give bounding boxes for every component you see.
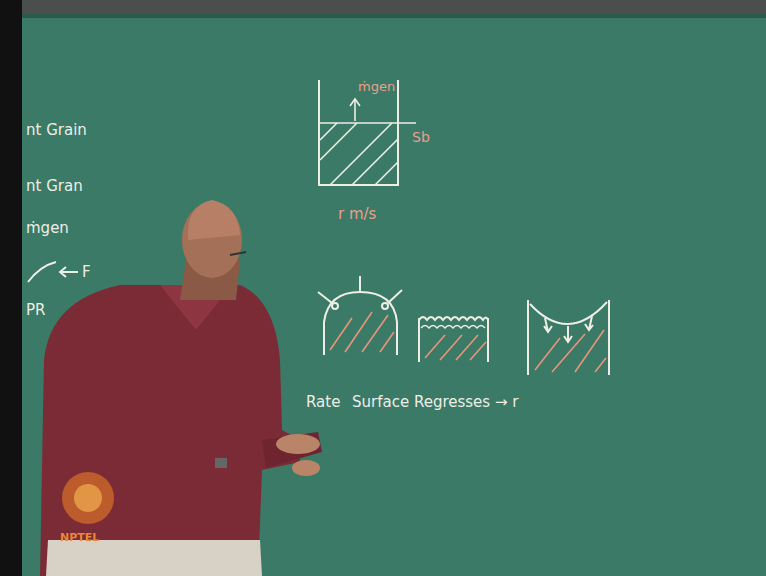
chalk-label: PR: [26, 302, 45, 319]
chalk-label: r m/s: [338, 206, 376, 223]
logo-text: NPTEL: [60, 532, 99, 544]
chalk-label: nt Gran: [26, 178, 83, 195]
container-box: ṁgen: [318, 80, 399, 186]
chalk-label: Rate: [306, 394, 340, 411]
chalk-label: Sb: [412, 130, 430, 145]
chalk-label: Surface Regresses → r: [352, 394, 518, 411]
chalk-label: ṁgen: [26, 220, 69, 237]
chalk-label: F: [82, 264, 91, 281]
flow-label: ṁgen: [358, 80, 395, 94]
chalk-label: nt Grain: [26, 122, 87, 139]
